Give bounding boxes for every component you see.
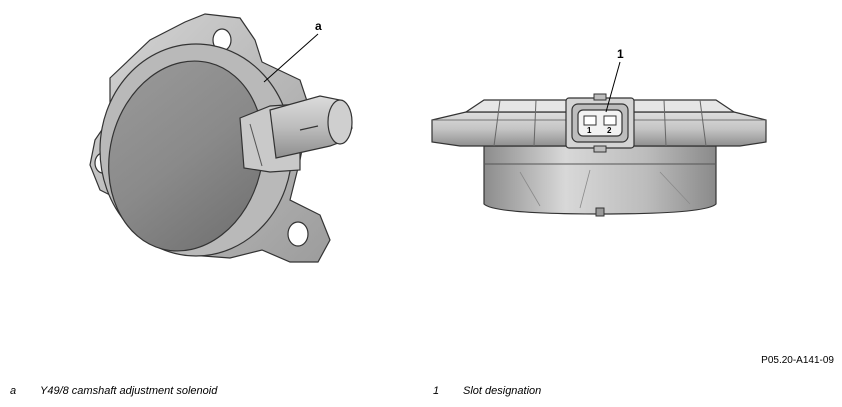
- legend-item-1: 1 Slot designation: [433, 385, 541, 397]
- callout-1: 1: [617, 47, 624, 61]
- legend-key: a: [10, 385, 17, 397]
- mount-hole-bottom: [287, 221, 309, 247]
- solenoid-side-view: 1 2 1: [431, 47, 767, 217]
- pin-label-2: 2: [607, 126, 612, 135]
- callout-a-leader: [263, 33, 319, 83]
- solenoid-body: [483, 145, 717, 215]
- legend-key: 1: [433, 385, 440, 397]
- legend-item-a: a Y49/8 camshaft adjustment solenoid: [10, 385, 217, 397]
- callout-a: a: [315, 19, 322, 33]
- solenoid-perspective-view: a: [89, 13, 353, 263]
- legend-text: Y49/8 camshaft adjustment solenoid: [40, 385, 218, 397]
- legend-text: Slot designation: [463, 385, 542, 397]
- callout-1-leader: [605, 61, 621, 113]
- pin-label-1: 1: [587, 126, 592, 135]
- figure-id: P05.20-A141-09: [761, 355, 834, 366]
- solenoid-cap: [108, 60, 264, 252]
